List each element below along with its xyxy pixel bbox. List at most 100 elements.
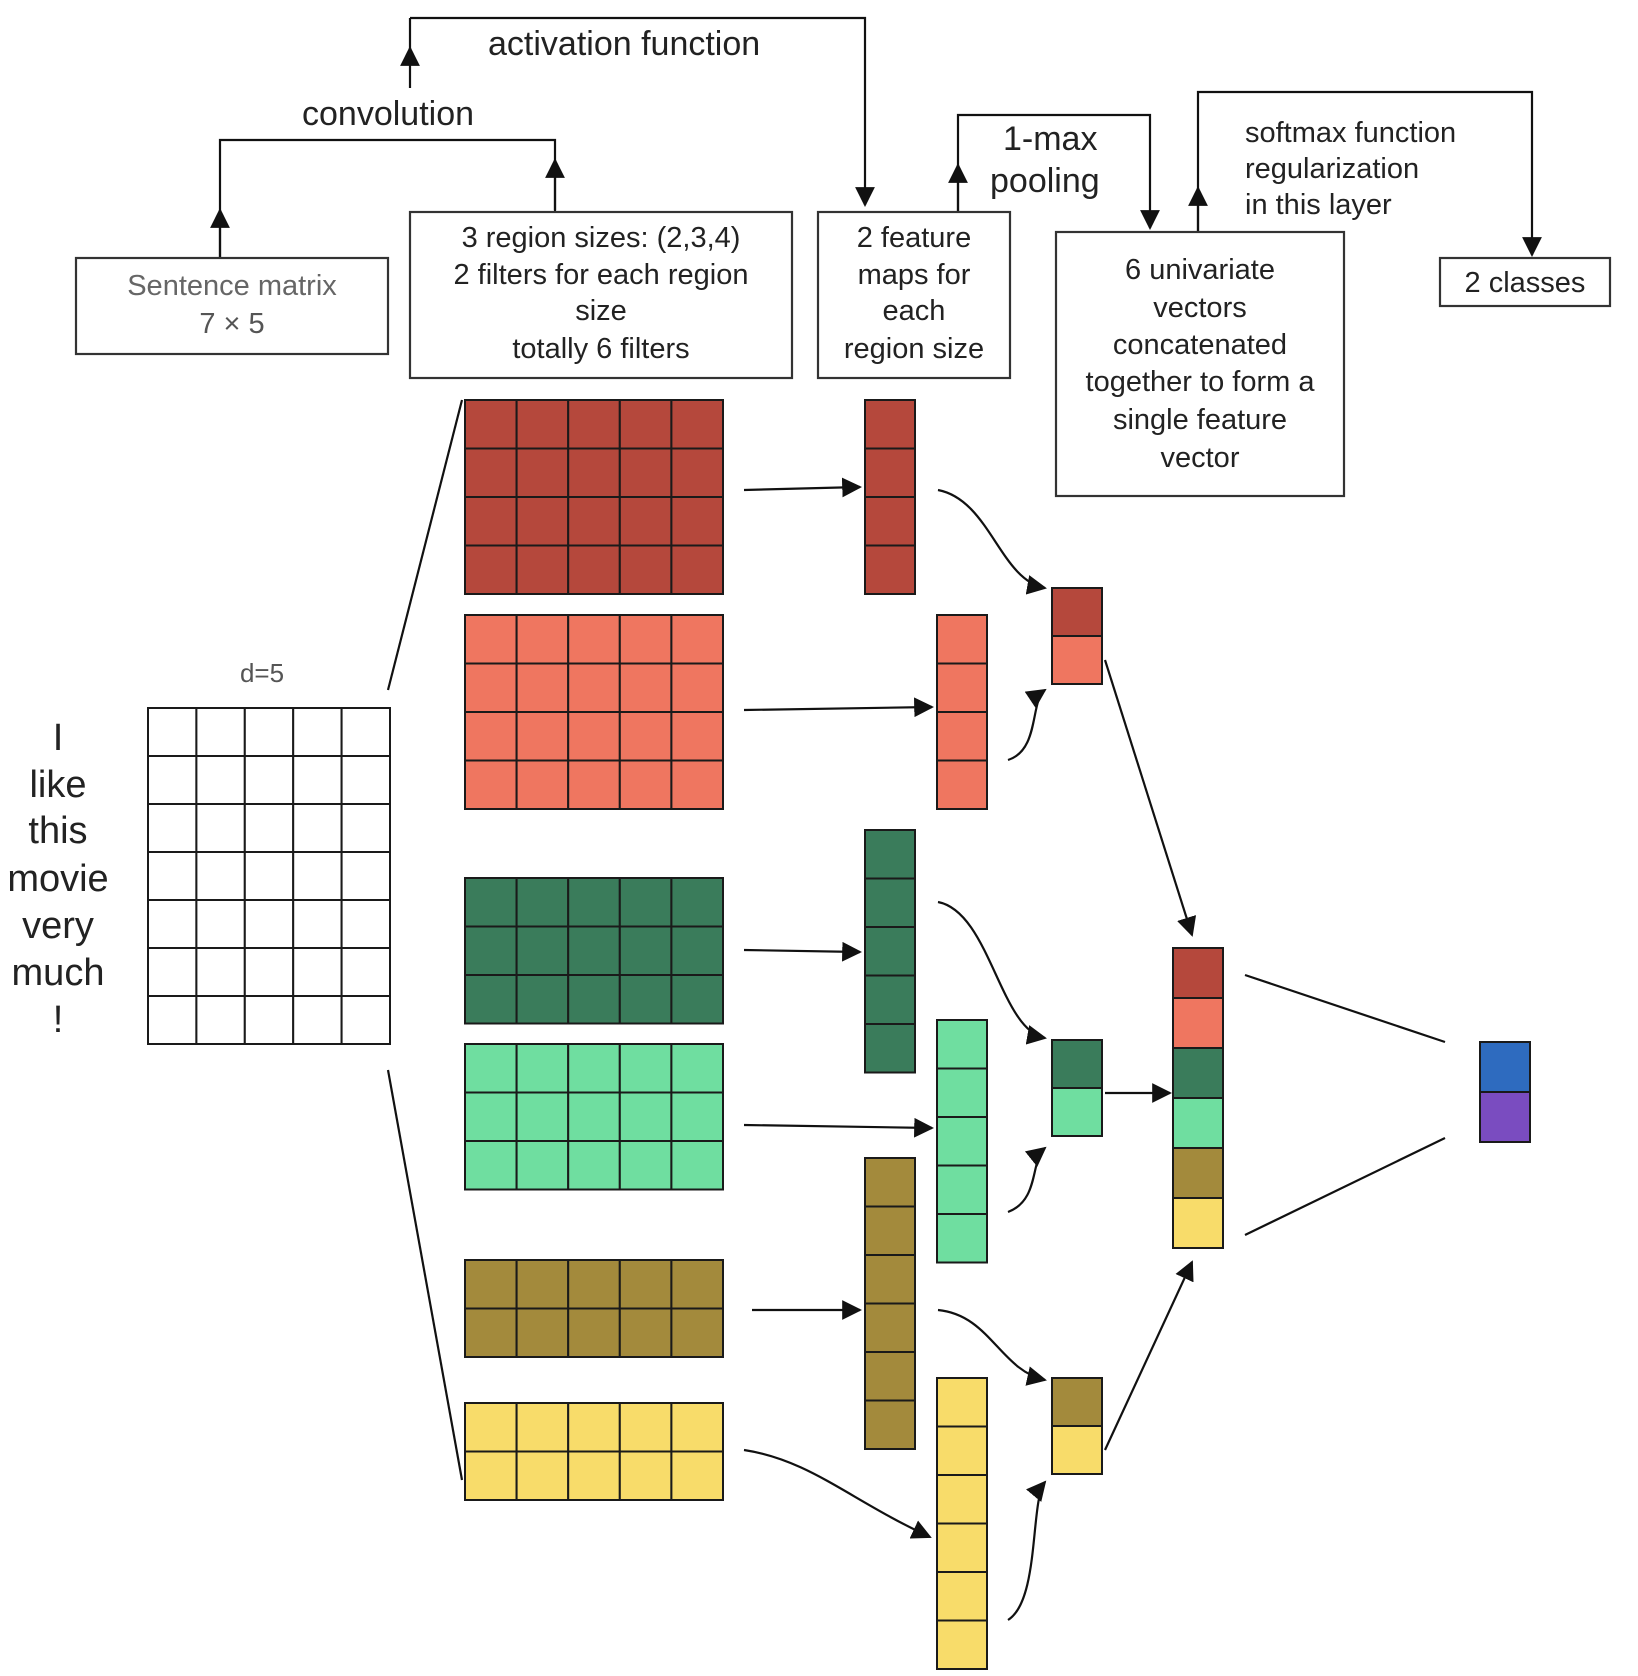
feature-maps: [864, 399, 988, 1670]
filter-to-map-arrows: [743, 477, 934, 1539]
feature-map-red-cell: [864, 544, 916, 595]
sentence-matrix-cell: [147, 899, 198, 949]
sentence-matrix-cell: [195, 707, 246, 757]
sentence-matrix-cell: [292, 707, 343, 757]
filter-green-cell: [618, 925, 673, 976]
filter-lightgreen-cell: [464, 1091, 518, 1142]
filter-olive-cell: [567, 1259, 621, 1310]
feature-map-olive-cell: [864, 1157, 916, 1208]
filter-salmon: [464, 614, 725, 810]
feature-map-salmon-cell: [936, 662, 988, 713]
filter-green-cell: [670, 925, 725, 976]
filter-red-cell: [464, 447, 518, 498]
filter-red-cell: [670, 496, 725, 547]
softmax-label-line1: softmax function: [1245, 117, 1456, 149]
sentence-matrix-cell: [147, 755, 198, 805]
filter-green-cell: [567, 974, 621, 1025]
filter-red-cell: [618, 544, 673, 595]
filters: [464, 399, 725, 1501]
filter-lightgreen-cell: [515, 1140, 570, 1191]
filter-lightgreen-cell: [670, 1043, 725, 1094]
output-class-vector-cell: [1479, 1091, 1531, 1143]
filter-red-cell: [670, 447, 725, 498]
feature-map-lightgreen: [936, 1019, 988, 1264]
feature-maps-line2: maps for: [858, 259, 971, 291]
filter-olive: [464, 1259, 725, 1358]
filter-olive-cell: [618, 1307, 673, 1358]
feature-map-green: [864, 829, 916, 1074]
filter-red-cell: [515, 399, 570, 450]
filter-yellow-cell: [670, 1402, 725, 1453]
filter-olive-cell: [567, 1307, 621, 1358]
filter-salmon-cell: [670, 711, 725, 762]
sentence-matrix-cell: [195, 947, 246, 997]
region-sizes-line2: 2 filters for each region: [454, 259, 749, 291]
filter-green-cell: [515, 925, 570, 976]
feature-map-red: [864, 399, 916, 595]
concatenated-feature-vector-cell: [1172, 1147, 1224, 1199]
filter-red-cell: [567, 399, 621, 450]
feature-map-olive-cell: [864, 1205, 916, 1256]
filter-yellow-cell: [515, 1450, 570, 1501]
filter-yellow-cell: [464, 1450, 518, 1501]
filter-green-cell: [515, 877, 570, 928]
filter-salmon-cell: [464, 759, 518, 810]
word-3: this: [28, 810, 87, 852]
concatenated-feature-vector-cell: [1172, 1047, 1224, 1099]
filter-green-cell: [464, 877, 518, 928]
filter-yellow-cell: [567, 1450, 621, 1501]
feature-maps-line1: 2 feature: [857, 222, 971, 254]
filter-green-cell: [515, 974, 570, 1025]
sentence-matrix-cell: [243, 995, 295, 1045]
filter-red-cell: [567, 496, 621, 547]
feature-map-olive-cell: [864, 1302, 916, 1353]
filter-green-cell: [567, 925, 621, 976]
filter-green-cell: [618, 877, 673, 928]
filter-olive-cell: [464, 1307, 518, 1358]
univariate-line6: vector: [1161, 442, 1240, 474]
filter-red-cell: [670, 544, 725, 595]
sentence-matrix-cell: [292, 995, 343, 1045]
dimension-label: d=5: [240, 658, 284, 688]
sentence-matrix-cell: [147, 803, 198, 853]
sentence-matrix-line1: Sentence matrix: [127, 270, 337, 302]
output-classes: [1479, 1041, 1531, 1143]
word-1: I: [53, 717, 64, 759]
pooling-label-line2: pooling: [990, 162, 1100, 200]
sentence-matrix-cell: [147, 995, 198, 1045]
filter-green-cell: [464, 925, 518, 976]
sentence-matrix-grid: [147, 707, 392, 1045]
filter-salmon-cell: [567, 614, 621, 665]
filter-salmon-cell: [515, 711, 570, 762]
filter-red-cell: [567, 544, 621, 595]
feature-map-salmon-cell: [936, 614, 988, 665]
sentence-matrix-cell: [340, 803, 392, 853]
region-sizes-box: 3 region sizes: (2,3,4) 2 filters for ea…: [408, 210, 794, 380]
feature-map-green-cell: [864, 926, 916, 977]
filter-olive-cell: [670, 1307, 725, 1358]
filter-yellow-cell: [464, 1402, 518, 1453]
filter-red-cell: [618, 399, 673, 450]
filter-red: [464, 399, 725, 595]
feature-map-red-cell: [864, 447, 916, 498]
feature-map-lightgreen-cell: [936, 1164, 988, 1215]
region-sizes-line4: totally 6 filters: [512, 333, 689, 365]
feature-map-lightgreen-cell: [936, 1116, 988, 1167]
pool-to-concat-arrows: [1103, 659, 1197, 1451]
region-sizes-line1: 3 region sizes: (2,3,4): [462, 222, 741, 254]
pooled-vector-2-cell: [1051, 1087, 1103, 1137]
filter-lightgreen-cell: [464, 1140, 518, 1191]
filter-red-cell: [464, 544, 518, 595]
sentence-words: I like this movie very much !: [7, 717, 108, 1041]
feature-map-yellow-cell: [936, 1474, 988, 1525]
concatenated-vector: [1172, 947, 1224, 1249]
filter-green-cell: [670, 974, 725, 1025]
feature-map-yellow: [936, 1377, 988, 1670]
pooled-vector-2-cell: [1051, 1039, 1103, 1089]
filter-salmon-cell: [618, 662, 673, 713]
filter-yellow-cell: [618, 1402, 673, 1453]
feature-map-olive: [864, 1157, 916, 1450]
softmax-label-line3: in this layer: [1245, 189, 1392, 221]
filter-salmon-cell: [618, 759, 673, 810]
